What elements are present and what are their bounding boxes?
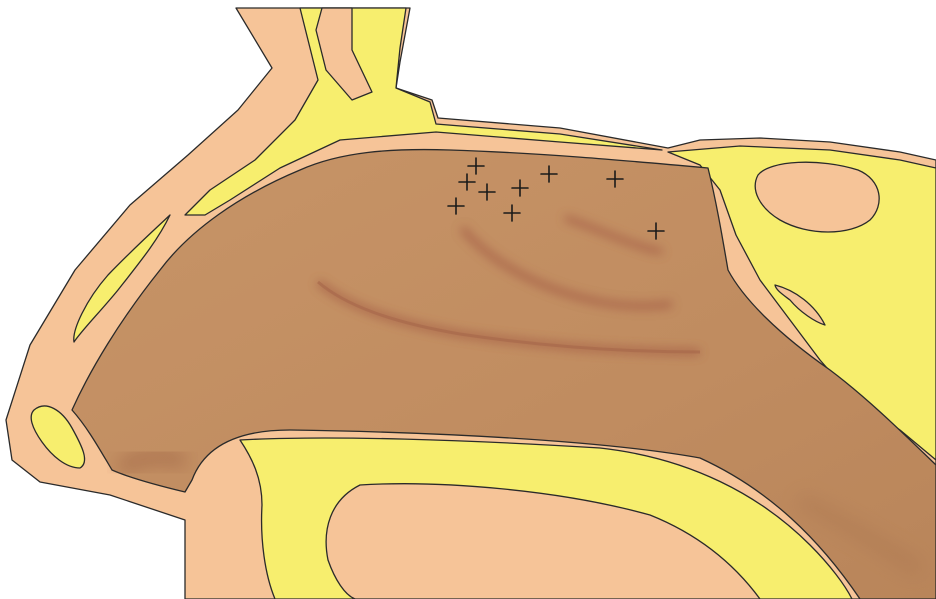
diagram-canvas bbox=[0, 0, 936, 599]
nasal-cavity-diagram bbox=[0, 0, 936, 599]
